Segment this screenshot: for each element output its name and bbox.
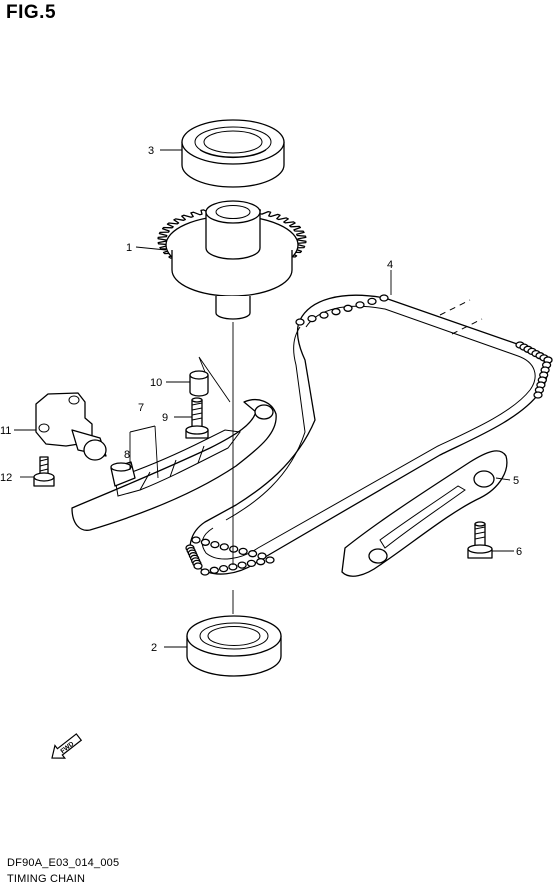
sleeve-part-10[interactable] — [189, 356, 231, 403]
chain-link — [193, 562, 203, 570]
callout-10: 10 — [150, 377, 162, 389]
callout-4: 4 — [387, 259, 393, 271]
chain-link — [295, 318, 305, 326]
chain-link — [200, 568, 210, 576]
guide-bolt-part-6[interactable] — [467, 521, 493, 559]
callout-8: 8 — [124, 449, 130, 461]
fwd-arrow-icon: FWD — [51, 733, 83, 759]
chain-link — [210, 540, 220, 549]
callout-3: 3 — [148, 145, 154, 157]
chain-link — [343, 304, 353, 312]
leader-lines — [14, 149, 514, 648]
callout-11: 11 — [0, 425, 11, 437]
callout-2: 2 — [151, 642, 157, 654]
chain-link — [367, 297, 377, 306]
chain-tensioner-part-11[interactable] — [35, 392, 107, 461]
callout-9: 9 — [162, 412, 168, 424]
callout-6: 6 — [516, 546, 522, 558]
drawing-caption: TIMING CHAIN — [7, 873, 86, 885]
timing-chain-part-4[interactable] — [185, 294, 553, 576]
chain-link — [229, 545, 239, 553]
chain-link — [355, 301, 365, 309]
drawing-code: DF90A_E03_014_005 — [7, 857, 120, 869]
callout-labels: 3 1 4 10 7 11 9 8 12 5 6 2 — [0, 145, 522, 654]
upper-bearing-part-3[interactable] — [181, 119, 285, 188]
chain-link — [218, 564, 229, 573]
lower-bearing-part-2[interactable] — [186, 615, 282, 677]
guide-pin-part-8[interactable] — [110, 461, 136, 487]
chain-link — [379, 294, 389, 302]
crank-gear-part-1[interactable] — [157, 200, 307, 320]
figure-title: FIG.5 — [6, 2, 57, 23]
chain-link — [191, 536, 201, 544]
chain-link — [257, 552, 267, 560]
callout-5: 5 — [513, 475, 519, 487]
callout-12: 12 — [0, 472, 12, 484]
chain-link — [331, 308, 341, 316]
chain-link — [307, 314, 317, 323]
chain-link — [200, 538, 211, 546]
chain-link — [209, 566, 219, 574]
chain-link — [256, 558, 266, 566]
callout-bracket-7 — [129, 425, 159, 479]
chain-link — [319, 311, 329, 319]
chain-guide-part-7[interactable] — [71, 399, 277, 531]
chain-link — [219, 543, 229, 551]
callout-7: 7 — [138, 402, 144, 414]
bolt-part-9[interactable] — [185, 397, 209, 439]
callout-1: 1 — [126, 242, 132, 254]
chain-link — [533, 391, 543, 399]
chain-link — [238, 547, 248, 556]
chain-link — [265, 556, 275, 564]
chain-link — [247, 550, 258, 558]
chain-link — [237, 561, 247, 569]
tensioner-bolt-part-12[interactable] — [33, 456, 55, 487]
chain-link — [246, 559, 257, 568]
